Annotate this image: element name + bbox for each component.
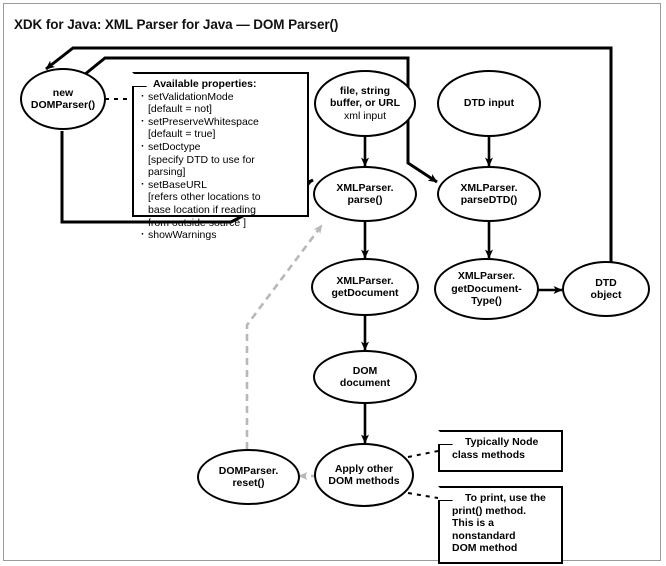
- node-getdocument-line2: getDocument: [331, 287, 399, 299]
- note-line: print() method.: [452, 504, 527, 517]
- node-dom-document[interactable]: DOM document: [313, 350, 417, 404]
- node-getdocument-line1: XMLParser.: [336, 274, 394, 287]
- node-dtd-object[interactable]: DTD object: [562, 261, 650, 317]
- list-item: setValidationMode [default = not]: [140, 90, 302, 116]
- list-item: setDoctype [specify DTD to use for parsi…: [140, 140, 302, 179]
- property-name: setDoctype: [148, 140, 201, 153]
- property-detail: [refers other locations to: [148, 191, 261, 204]
- list-item: showWarnings: [140, 228, 302, 242]
- node-apply-other-dom-methods[interactable]: Apply other DOM methods: [314, 443, 414, 507]
- node-new-domparser-line2: DOMParser(): [30, 99, 96, 111]
- node-xml-input[interactable]: file, string buffer, or URL xml input: [314, 70, 416, 137]
- note-node-class-methods: Typically Node class methods: [438, 430, 563, 472]
- node-dtd-input[interactable]: DTD input: [437, 70, 541, 137]
- node-parse-line1: XMLParser.: [336, 181, 394, 194]
- property-detail: [default = true]: [148, 128, 216, 141]
- note-line: nonstandard: [452, 529, 516, 542]
- note-fold-icon: [438, 430, 453, 445]
- page-title: XDK for Java: XML Parser for Java — DOM …: [14, 17, 339, 32]
- node-new-domparser[interactable]: new DOMParser(): [20, 68, 106, 130]
- node-getdoctype-line1: XMLParser.: [457, 270, 516, 283]
- node-reset-line2: reset(): [232, 477, 265, 489]
- node-dtdobject-line2: object: [590, 289, 622, 301]
- node-new-domparser-line1: new: [52, 86, 74, 99]
- node-xmlparser-getdocumenttype[interactable]: XMLParser. getDocument- Type(): [434, 258, 539, 320]
- note-line: To print, use the: [465, 492, 546, 504]
- node-xmlparser-parsedtd[interactable]: XMLParser. parseDTD(): [437, 166, 541, 222]
- node-domparser-reset[interactable]: DOMParser. reset(): [197, 449, 300, 505]
- property-name: setBaseURL: [148, 178, 207, 191]
- property-detail: base location if reading: [148, 203, 256, 216]
- node-parsedtd-line2: parseDTD(): [460, 194, 518, 206]
- list-item: setPreserveWhitespace [default = true]: [140, 115, 302, 141]
- property-detail: [default = not]: [148, 103, 212, 116]
- node-getdoctype-line3: Type(): [471, 295, 502, 308]
- property-name: showWarnings: [148, 229, 217, 242]
- node-dtd-input-label: DTD input: [463, 97, 515, 110]
- note-line: class methods: [452, 448, 525, 461]
- node-xmlparser-parse[interactable]: XMLParser. parse(): [313, 166, 417, 222]
- note-available-properties: Available properties: setValidationMode …: [132, 72, 309, 241]
- node-domdocument-line2: document: [339, 377, 391, 389]
- property-name: setPreserveWhitespace: [148, 115, 259, 128]
- node-reset-line1: DOMParser.: [218, 464, 279, 477]
- property-name: setValidationMode: [148, 90, 234, 103]
- node-getdoctype-line2: getDocument-: [451, 282, 522, 295]
- note-print-method: To print, use the print() method. This i…: [438, 486, 563, 564]
- note-properties-heading: Available properties:: [153, 78, 257, 90]
- note-line: DOM method: [452, 542, 518, 555]
- note-fold-icon: [132, 72, 147, 87]
- note-fold-icon: [438, 486, 453, 501]
- node-xml-input-sub: xml input: [343, 109, 386, 122]
- property-detail: parsing]: [148, 166, 186, 179]
- note-line: Typically Node: [465, 436, 539, 448]
- node-dtdobject-line1: DTD: [595, 276, 617, 289]
- list-item: setBaseURL [refers other locations to ba…: [140, 178, 302, 229]
- node-applyother-line1: Apply other: [334, 462, 394, 475]
- property-detail: [specify DTD to use for: [148, 153, 255, 166]
- node-xml-input-line2: buffer, or URL: [330, 97, 400, 110]
- node-parse-line2: parse(): [347, 194, 383, 206]
- node-domdocument-line1: DOM: [352, 364, 378, 377]
- note-line: This is a: [452, 517, 495, 530]
- node-applyother-line2: DOM methods: [328, 475, 400, 487]
- note-properties-list: setValidationMode [default = not] setPre…: [140, 90, 302, 242]
- node-xml-input-line1: file, string: [339, 84, 391, 97]
- node-xmlparser-getdocument[interactable]: XMLParser. getDocument: [311, 258, 419, 316]
- property-detail: from outside source ]: [148, 216, 247, 229]
- node-parsedtd-line1: XMLParser.: [460, 181, 518, 194]
